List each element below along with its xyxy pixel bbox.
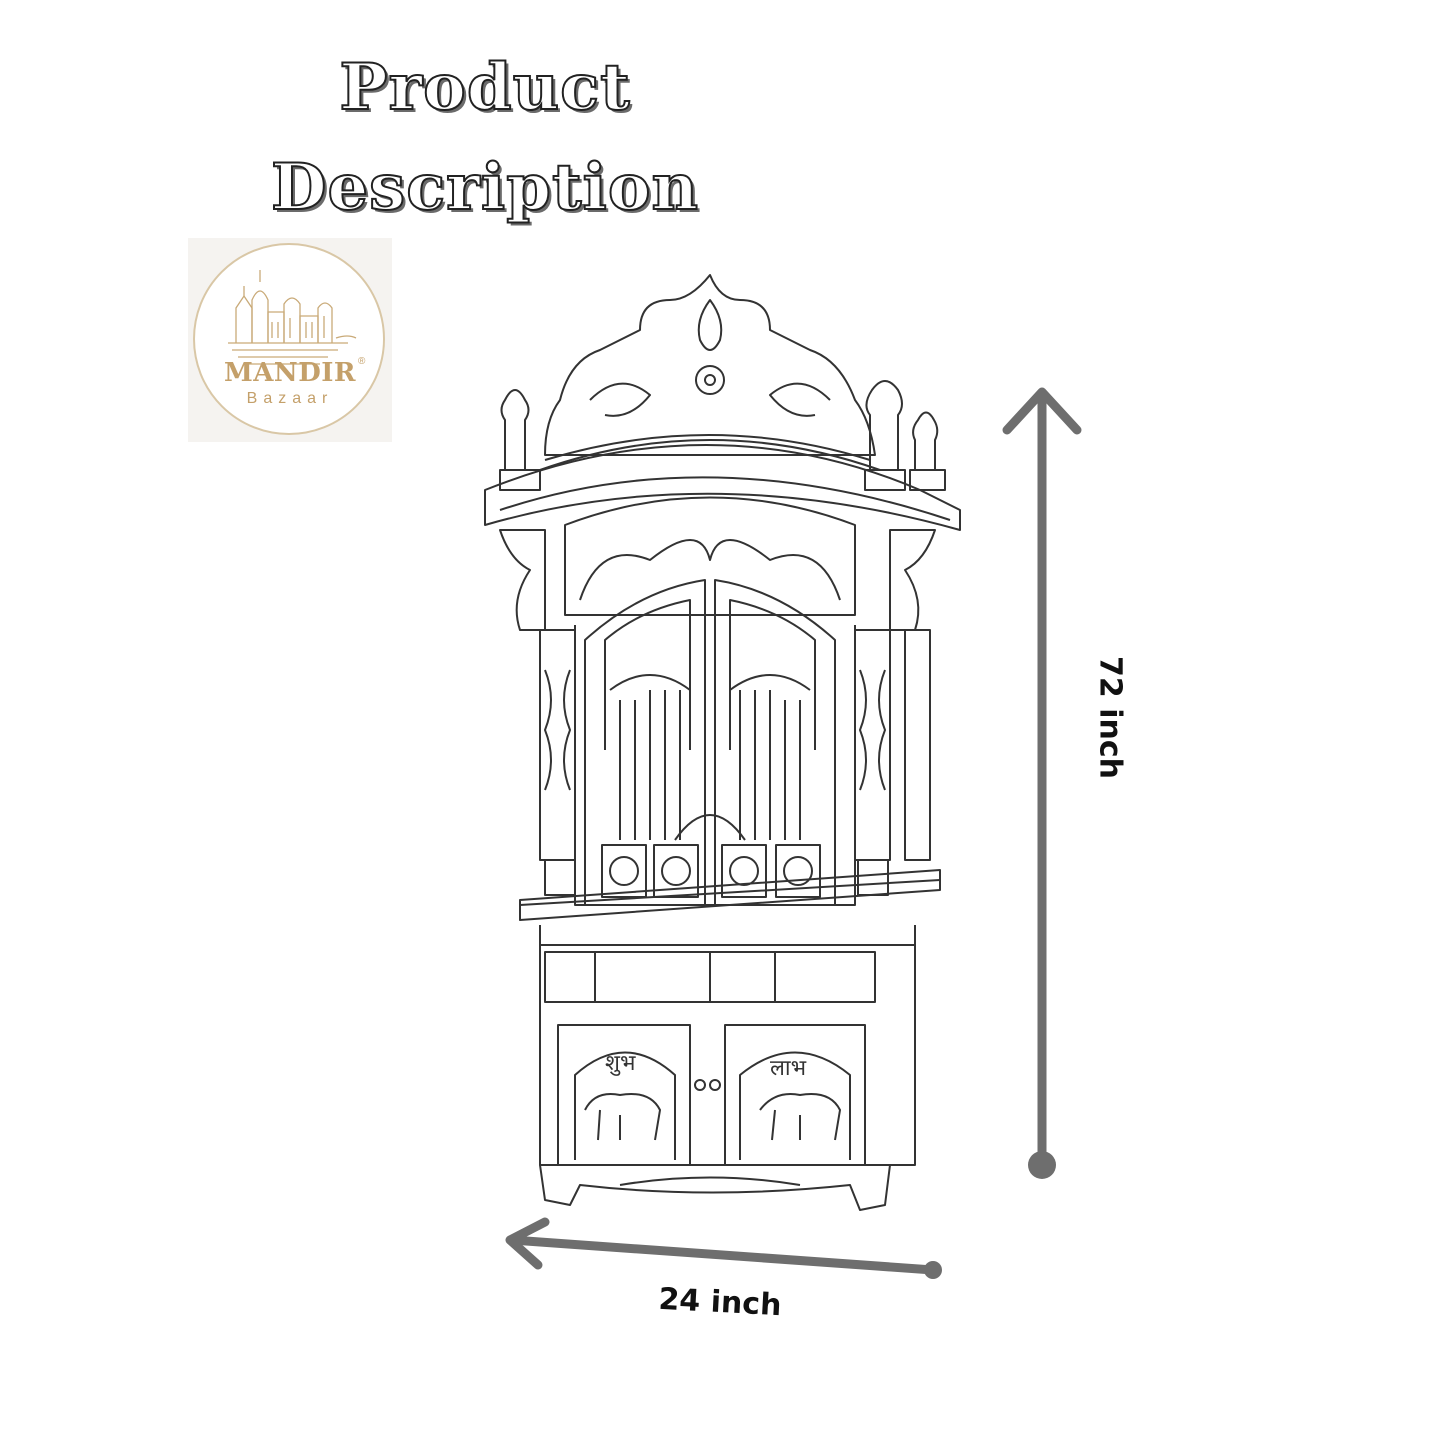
door-text-left: शुभ — [605, 1051, 636, 1076]
width-arrow-dot — [924, 1261, 942, 1279]
height-arrow-dot — [1028, 1151, 1056, 1179]
title-line-1: Product — [338, 49, 631, 126]
logo-registered-mark: ® — [358, 356, 366, 367]
temple-skyline-icon — [228, 270, 357, 365]
width-arrow-line — [507, 1235, 938, 1275]
width-arrow-head — [505, 1217, 550, 1270]
brand-logo: MANDIR ® Bazaar — [188, 238, 392, 442]
door-text-right: लाभ — [770, 1056, 807, 1081]
logo-brand-text: MANDIR — [223, 358, 357, 388]
height-label: 72 inch — [1092, 656, 1128, 779]
title-line-2: Description — [270, 149, 700, 226]
logo-sub-text: Bazaar — [246, 390, 334, 407]
height-arrow-head — [1002, 387, 1082, 435]
logo-circle — [193, 243, 385, 435]
